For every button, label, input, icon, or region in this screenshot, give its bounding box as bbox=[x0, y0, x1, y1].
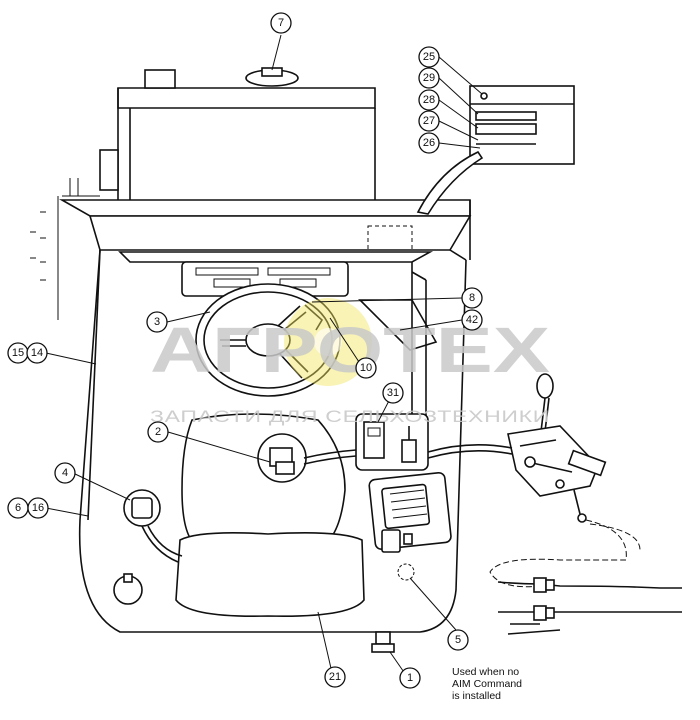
top-panel bbox=[58, 199, 472, 261]
watermark: АГРОТЕХ ЗАПАСТИ ДЛЯ СЕЛЬХОЗТЕХНИКИ bbox=[150, 298, 550, 426]
left-edge-marks bbox=[30, 196, 59, 320]
callout-5: 5 bbox=[447, 629, 469, 651]
callout-27: 27 bbox=[418, 110, 440, 132]
watermark-title: АГРОТЕХ bbox=[150, 314, 550, 386]
svg-text:5: 5 bbox=[455, 634, 461, 646]
svg-text:6: 6 bbox=[15, 502, 21, 514]
cab-body bbox=[78, 249, 467, 633]
svg-text:7: 7 bbox=[278, 17, 284, 29]
cable-assembly bbox=[489, 519, 682, 635]
right-console bbox=[355, 413, 452, 581]
watermark-subtitle: ЗАПАСТИ ДЛЯ СЕЛЬХОЗТЕХНИКИ bbox=[150, 407, 550, 426]
callout-3: 3 bbox=[146, 311, 168, 333]
svg-text:31: 31 bbox=[387, 387, 399, 399]
note-line-2: AIM Command bbox=[452, 678, 522, 690]
callout-10: 10 bbox=[355, 357, 377, 379]
svg-text:10: 10 bbox=[360, 362, 372, 374]
instrument-panel bbox=[118, 251, 438, 420]
callout-29: 29 bbox=[418, 67, 440, 89]
svg-text:2: 2 bbox=[155, 426, 161, 438]
svg-text:16: 16 bbox=[32, 502, 44, 514]
callout-21: 21 bbox=[324, 666, 346, 688]
svg-text:3: 3 bbox=[154, 316, 160, 328]
watermark-gear-hub bbox=[314, 328, 342, 356]
svg-text:15: 15 bbox=[12, 347, 24, 359]
svg-text:1: 1 bbox=[407, 672, 413, 684]
installation-note: Used when no AIM Command is installed bbox=[452, 666, 522, 702]
svg-text:25: 25 bbox=[423, 51, 435, 63]
callout-1: 1 bbox=[399, 667, 421, 689]
svg-text:8: 8 bbox=[469, 292, 475, 304]
callout-28: 28 bbox=[418, 89, 440, 111]
callout-8: 8 bbox=[461, 287, 483, 309]
callout-2: 2 bbox=[147, 421, 169, 443]
svg-text:21: 21 bbox=[329, 671, 341, 683]
callout-42: 42 bbox=[461, 309, 483, 331]
item-2-connector bbox=[257, 433, 357, 483]
callout-16: 16 bbox=[27, 497, 49, 519]
item-4-control bbox=[123, 489, 183, 563]
callout-15: 15 bbox=[7, 342, 29, 364]
svg-text:42: 42 bbox=[466, 314, 478, 326]
note-line-3: is installed bbox=[452, 690, 501, 702]
callout-14: 14 bbox=[26, 342, 48, 364]
callout-25: 25 bbox=[418, 46, 440, 68]
cab-roof bbox=[62, 67, 376, 200]
svg-text:28: 28 bbox=[423, 94, 435, 106]
callout-4: 4 bbox=[54, 462, 76, 484]
callout-6: 6 bbox=[7, 497, 29, 519]
svg-text:26: 26 bbox=[423, 137, 435, 149]
svg-text:4: 4 bbox=[62, 467, 68, 479]
svg-text:14: 14 bbox=[31, 347, 43, 359]
callout-31: 31 bbox=[382, 382, 404, 404]
inset-detail bbox=[416, 85, 575, 215]
svg-text:27: 27 bbox=[423, 115, 435, 127]
note-line-1: Used when no bbox=[452, 666, 519, 678]
callout-7: 7 bbox=[270, 12, 292, 34]
svg-text:29: 29 bbox=[423, 72, 435, 84]
steering-wheel bbox=[195, 283, 341, 397]
item-1-fitting bbox=[371, 631, 395, 653]
callout-26: 26 bbox=[418, 132, 440, 154]
lever-assembly bbox=[427, 373, 607, 523]
